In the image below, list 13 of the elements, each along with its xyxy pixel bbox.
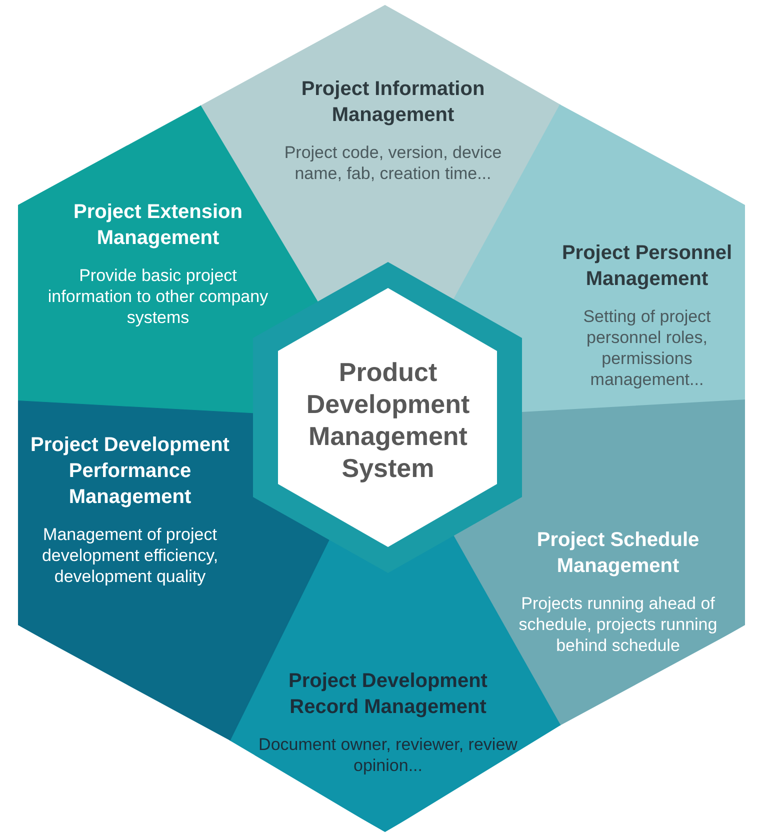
segment-description: Provide basic project information to other company systems: [46, 265, 270, 328]
segment-heading: Project Extension Management: [72, 200, 244, 251]
segment-description: Projects running ahead of schedule, projects running behind schedule: [518, 593, 718, 656]
segment-heading: Project Development Record Management: [288, 669, 488, 720]
segment-heading: Project Development Performance Management: [30, 433, 230, 510]
segment-heading: Project Schedule Management: [536, 528, 700, 579]
segment-description: Document owner, reviewer, review opinion...: [258, 734, 518, 776]
segment-description: Management of project development efficiency, development quality: [40, 524, 220, 587]
segment-heading: Project Personnel Management: [560, 241, 734, 292]
segment-description: Setting of project personnel roles, permissions management...: [582, 306, 712, 390]
segment-heading: Project Information Management: [300, 77, 486, 128]
segment-description: Project code, version, device name, fab, creation time...: [283, 142, 503, 184]
hub-title: Product Development Management System: [306, 356, 470, 484]
